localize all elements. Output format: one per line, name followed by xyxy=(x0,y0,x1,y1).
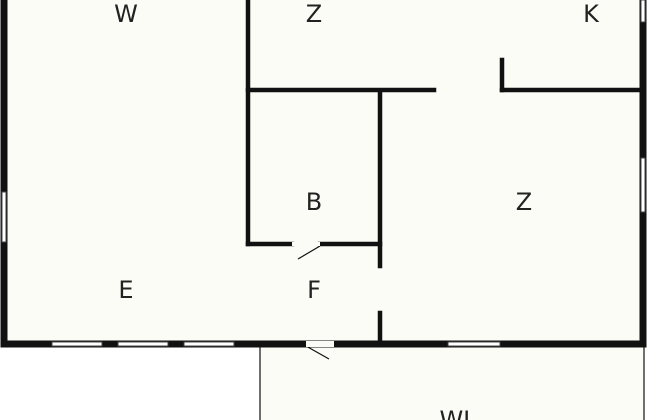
room-label-k: K xyxy=(583,0,600,28)
door-b-gap xyxy=(292,242,320,246)
door-entrance xyxy=(305,345,330,360)
main-floor xyxy=(4,0,643,344)
room-label-z-right: Z xyxy=(516,188,532,216)
room-label-e: E xyxy=(118,276,133,304)
window-bottom-2 xyxy=(117,341,169,347)
window-bottom-3 xyxy=(183,341,235,347)
window-right-top xyxy=(640,0,646,23)
door-entrance-gap xyxy=(306,341,334,347)
door-b xyxy=(297,245,321,260)
room-label-b: B xyxy=(306,188,322,216)
room-label-wl: WL xyxy=(439,406,477,420)
room-label-z-top: Z xyxy=(306,0,322,28)
room-label-f: F xyxy=(307,276,321,304)
window-right-mid xyxy=(640,157,646,213)
window-bottom-1 xyxy=(51,341,103,347)
room-label-w: W xyxy=(114,0,138,28)
window-bottom-4 xyxy=(447,341,501,347)
window-left xyxy=(1,191,7,243)
